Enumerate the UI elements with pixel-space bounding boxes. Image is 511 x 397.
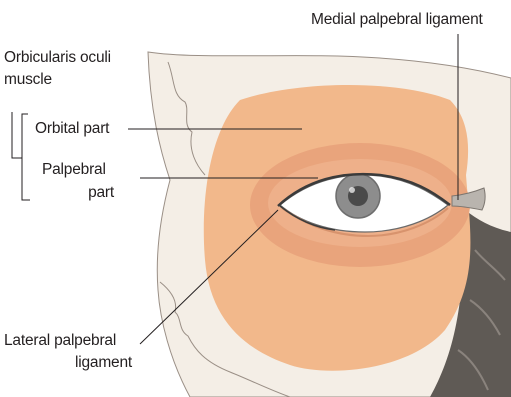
label-palpebral-line2: part xyxy=(82,183,114,203)
bracket-outer xyxy=(12,112,22,158)
eye-highlight xyxy=(349,187,355,193)
label-palpebral-line1: Palpebral xyxy=(42,160,106,180)
label-medial-palpebral-ligament: Medial palpebral ligament xyxy=(311,10,483,30)
label-lateral-line1: Lateral palpebral xyxy=(4,331,116,351)
label-lateral-line2: ligament xyxy=(66,353,132,373)
label-orbital-part: Orbital part xyxy=(35,119,109,139)
label-orbicularis-line1: Orbicularis oculi xyxy=(4,48,111,68)
bracket-inner xyxy=(22,114,30,200)
label-orbicularis-line2: muscle xyxy=(4,70,52,90)
